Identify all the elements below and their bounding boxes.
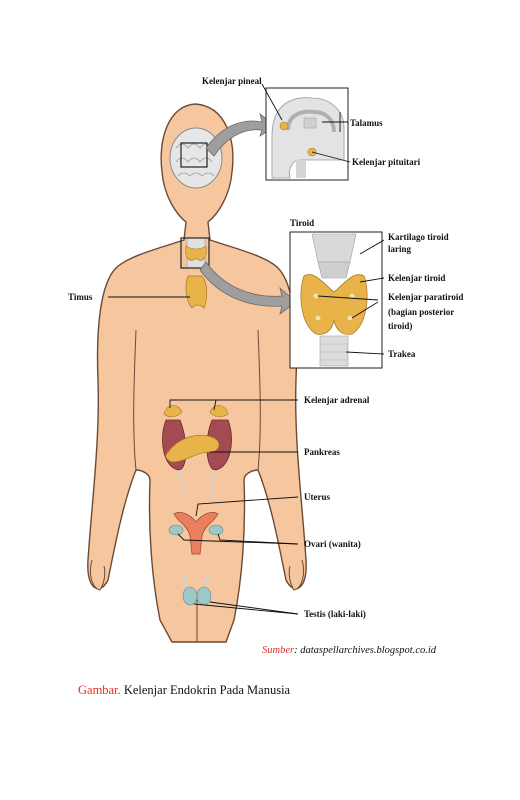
caption-text: Kelenjar Endokrin Pada Manusia xyxy=(120,683,291,697)
caption-key: Gambar. xyxy=(78,683,121,697)
label-kartilago-1: Kartilago tiroid xyxy=(388,232,449,242)
testes-icon xyxy=(182,571,212,606)
label-uterus: Uterus xyxy=(304,492,330,502)
brain-icon xyxy=(169,127,223,189)
uterus-icon xyxy=(168,512,224,555)
label-timus: Timus xyxy=(68,292,93,302)
neck-thyroid-icon xyxy=(180,237,210,269)
image-source: Sumber: dataspellarchives.blogspot.co.id xyxy=(262,645,512,656)
label-trakea: Trakea xyxy=(388,349,416,359)
thyroid-detail-box xyxy=(289,231,383,369)
label-adrenal: Kelenjar adrenal xyxy=(304,395,370,405)
label-paratiroid-1: Kelenjar paratiroid xyxy=(388,292,463,302)
label-paratiroid-2: (bagian posterior xyxy=(388,307,454,317)
kidneys-pancreas-icon xyxy=(162,405,232,501)
thymus-icon xyxy=(185,275,208,309)
label-pineal: Kelenjar pineal xyxy=(202,76,262,86)
label-kelenjar-tiroid: Kelenjar tiroid xyxy=(388,273,445,283)
label-paratiroid-3: tiroid) xyxy=(388,321,412,331)
zoom-arrow-thyroid xyxy=(199,261,297,315)
label-pankreas: Pankreas xyxy=(304,447,340,457)
label-talamus: Talamus xyxy=(350,118,383,128)
leader-lines xyxy=(108,83,385,615)
label-testis: Testis (laki-laki) xyxy=(304,609,366,619)
body-silhouette xyxy=(87,103,307,643)
figure-caption: Gambar. Kelenjar Endokrin Pada Manusia xyxy=(78,683,498,698)
source-key: Sumber xyxy=(262,645,295,656)
label-ovari: Ovari (wanita) xyxy=(304,539,361,549)
label-tiroid-title: Tiroid xyxy=(290,218,314,228)
brain-detail-box xyxy=(265,87,349,181)
source-text: : dataspellarchives.blogspot.co.id xyxy=(294,645,437,656)
label-kartilago-2: laring xyxy=(388,244,412,254)
label-pituitari: Kelenjar pituitari xyxy=(352,157,421,167)
